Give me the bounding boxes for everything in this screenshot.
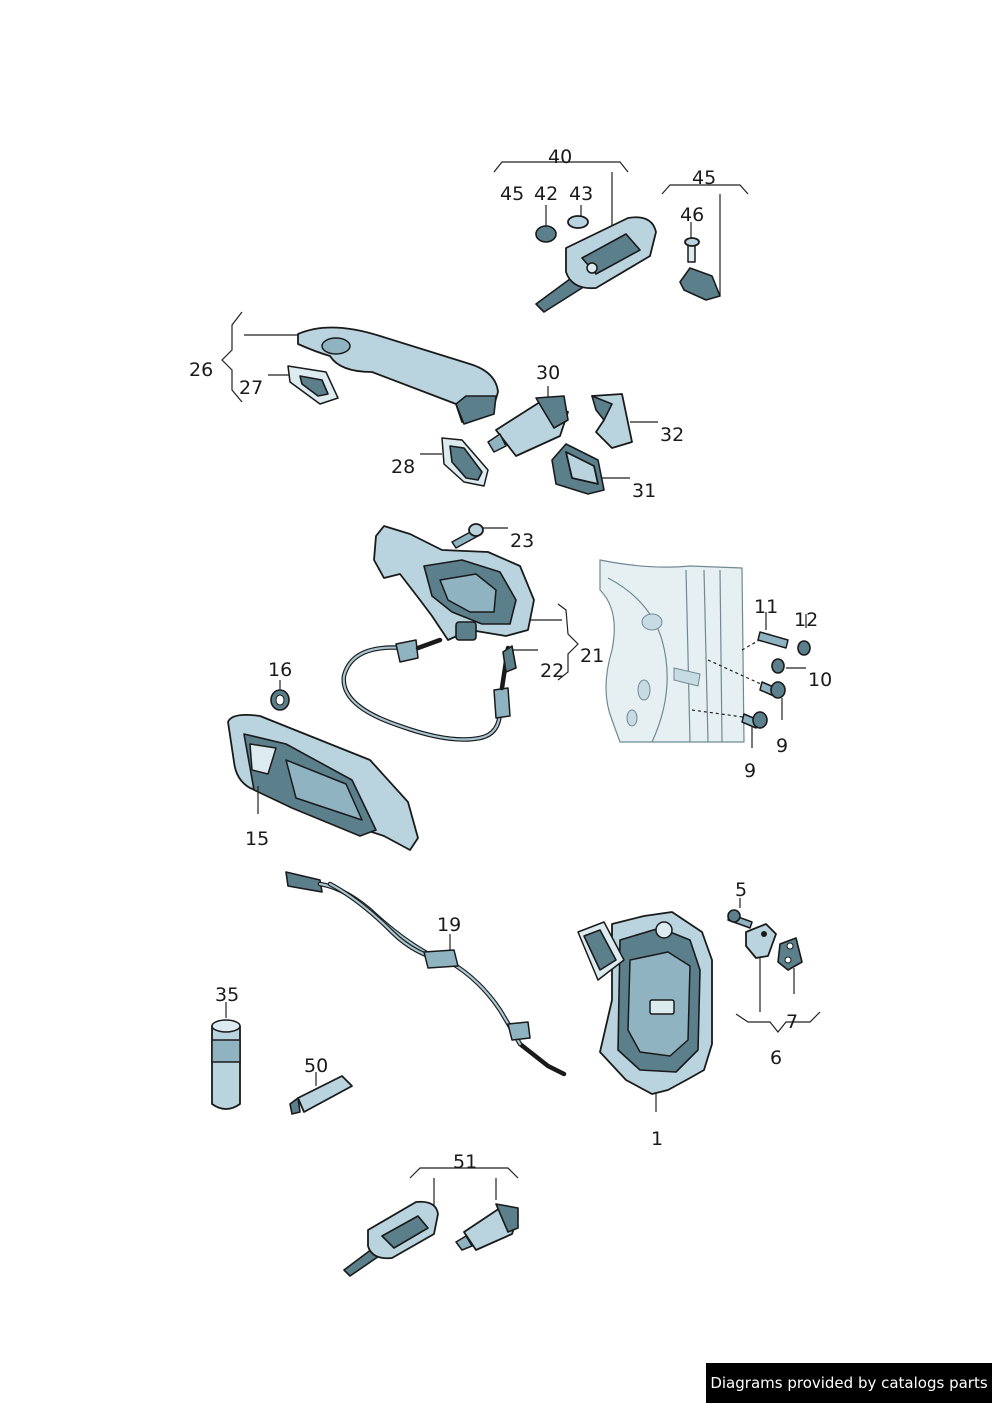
callout-27: 27 — [239, 377, 263, 399]
key-and-cylinder-kit — [343, 1167, 519, 1277]
callout-7: 7 — [786, 1011, 798, 1033]
credit-banner[interactable]: Diagrams provided by catalogs parts — [706, 1363, 992, 1403]
callout-15: 15 — [245, 828, 269, 850]
release-cable — [285, 871, 567, 1077]
callout-23: 23 — [510, 530, 534, 552]
callout-9-right: 9 — [776, 735, 788, 757]
callout-45-left: 45 — [500, 183, 524, 205]
callout-35: 35 — [215, 984, 239, 1006]
callout-50: 50 — [304, 1055, 328, 1077]
handle-carrier-group — [341, 523, 579, 742]
callout-1: 1 — [651, 1128, 663, 1150]
inner-door-handle-group — [227, 680, 419, 851]
callout-28: 28 — [391, 456, 415, 478]
callout-22: 22 — [540, 660, 564, 682]
consumables-group — [211, 1002, 353, 1115]
callout-26: 26 — [189, 359, 213, 381]
callout-31: 31 — [632, 480, 656, 502]
callout-30: 30 — [536, 362, 560, 384]
callout-42: 42 — [534, 183, 558, 205]
callout-46: 46 — [680, 204, 704, 226]
callout-9-left: 9 — [744, 760, 756, 782]
callout-19: 19 — [437, 914, 461, 936]
callout-11: 11 — [754, 596, 778, 618]
door-pillar-panel — [599, 559, 811, 748]
callout-10: 10 — [808, 669, 832, 691]
lock-cylinder-group — [420, 386, 658, 495]
callout-6: 6 — [770, 1047, 782, 1069]
callout-21: 21 — [580, 645, 604, 667]
key-remote-group — [493, 161, 749, 313]
callout-12: 12 — [794, 609, 818, 631]
callout-51: 51 — [453, 1151, 477, 1173]
callout-16: 16 — [268, 659, 292, 681]
door-lock-group — [577, 898, 821, 1112]
outer-door-handle-group — [221, 311, 499, 425]
callout-32: 32 — [660, 424, 684, 446]
callout-5: 5 — [735, 879, 747, 901]
callout-45-right: 45 — [692, 167, 716, 189]
callout-43: 43 — [569, 183, 593, 205]
callout-40: 40 — [548, 146, 572, 168]
